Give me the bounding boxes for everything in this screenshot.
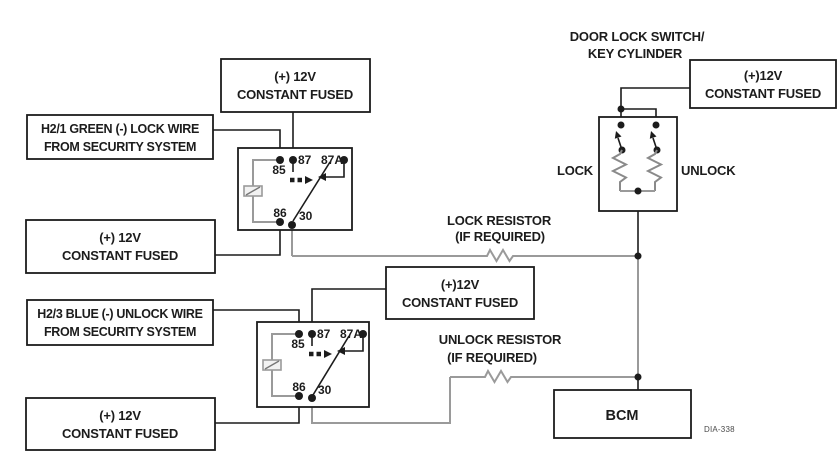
wire-supply-to-86-lock <box>215 222 281 256</box>
lock-relay-pin-87-label: 87 <box>298 153 312 167</box>
switch-supply-box: (+)12V CONSTANT FUSED <box>689 59 837 109</box>
lock-relay-87a-stub <box>326 160 345 178</box>
junction-lock-line <box>634 252 642 260</box>
unlock-relay-coil-slash <box>264 360 280 370</box>
switch-supply-line2: CONSTANT FUSED <box>705 86 821 101</box>
lock-supply-bottom-line1: (+) 12V <box>99 230 141 245</box>
switch-supply-line1: (+)12V <box>744 68 783 83</box>
lock-supply-bottom-rect <box>25 219 216 274</box>
unlock-relay-arrow-left-icon <box>337 347 345 355</box>
unlock-relay-pin-87-label: 87 <box>317 327 331 341</box>
switch-lock-contact <box>617 121 625 129</box>
lock-input-rect <box>26 114 214 160</box>
lock-relay-pin-85 <box>276 156 284 164</box>
unlock-relay: 85 87 87A 86 30 <box>256 321 370 408</box>
wire-supply-to-switch <box>620 87 690 109</box>
unlock-input-line2: FROM SECURITY SYSTEM <box>44 325 196 339</box>
lock-supply-bottom-box: (+) 12V CONSTANT FUSED <box>25 219 216 274</box>
lock-supply-bottom-line2: CONSTANT FUSED <box>62 248 178 263</box>
lock-relay-pin-30 <box>288 221 296 229</box>
lock-relay-pin-87a <box>340 156 348 164</box>
lock-supply-top-line2: CONSTANT FUSED <box>237 87 353 102</box>
lock-supply-top-rect <box>220 58 371 113</box>
unlock-relay-coil-wire-bottom <box>271 370 299 397</box>
unlock-relay-coil-wire-top <box>271 333 299 360</box>
unlock-relay-switch-arm <box>312 335 350 396</box>
unlock-relay-pin-86-label: 86 <box>292 380 306 394</box>
switch-lock-label: LOCK <box>557 163 594 178</box>
wire-unlock-resistor-run <box>450 368 638 384</box>
lock-relay: 85 87 87A 86 30 <box>237 147 353 231</box>
unlock-supply-bottom-box: (+) 12V CONSTANT FUSED <box>25 397 216 451</box>
junction-switch-feed <box>617 105 625 113</box>
bcm-rect <box>553 389 692 439</box>
lock-relay-switch-arm <box>292 161 331 222</box>
lock-input-line1: H2/1 GREEN (-) LOCK WIRE <box>41 122 199 136</box>
lock-relay-pin-86 <box>276 218 284 226</box>
lock-relay-pin-87a-label: 87A <box>321 153 343 167</box>
diagram-id: DIA-338 <box>704 425 735 434</box>
switch-title-line1: DOOR LOCK SWITCH/ <box>570 29 705 44</box>
unlock-input-rect <box>26 299 214 346</box>
switch-title-line2: KEY CYLINDER <box>588 46 683 61</box>
switch-supply-rect <box>689 59 837 109</box>
lock-relay-arrow-left-icon <box>318 173 326 181</box>
lock-supply-top-box: (+) 12V CONSTANT FUSED <box>220 58 371 113</box>
lock-relay-coil-slash <box>245 186 261 196</box>
junction-unlock-line <box>634 373 642 381</box>
unlock-supply-bottom-line2: CONSTANT FUSED <box>62 426 178 441</box>
switch-unlock-contact <box>652 121 660 129</box>
switch-unlock-resistor <box>645 149 664 191</box>
unlock-relay-pin-87 <box>308 330 316 338</box>
lock-relay-pin-85-label: 85 <box>272 163 286 177</box>
wire-30-down-unlock <box>311 377 451 424</box>
unlock-relay-pin-85-label: 85 <box>291 337 305 351</box>
unlock-relay-pin-87a <box>359 330 367 338</box>
unlock-supply-bottom-rect <box>25 397 216 451</box>
switch-box <box>598 116 678 212</box>
unlock-relay-87a-stub <box>345 334 364 352</box>
door-lock-switch: DOOR LOCK SWITCH/ KEY CYLINDER LOCK UNLO… <box>557 29 736 212</box>
lock-resistor-label-line2: (IF REQUIRED) <box>455 229 545 244</box>
unlock-supply-line2: CONSTANT FUSED <box>402 295 518 310</box>
unlock-relay-arrow-right-icon <box>324 350 332 358</box>
unlock-resistor-label-line2: (IF REQUIRED) <box>447 350 537 365</box>
unlock-relay-pin-87a-label: 87A <box>340 327 362 341</box>
unlock-relay-pin-30 <box>308 394 316 402</box>
wire-supply-to-87-unlock <box>311 288 386 334</box>
switch-unlock-arrow-icon <box>649 131 657 139</box>
lock-relay-pin-30-label: 30 <box>299 209 313 223</box>
unlock-relay-pin-85 <box>295 330 303 338</box>
unlock-input-box: H2/3 BLUE (-) UNLOCK WIRE FROM SECURITY … <box>26 299 214 346</box>
unlock-supply-rect <box>385 266 535 320</box>
lock-relay-pin-87 <box>289 156 297 164</box>
switch-lock-arrow-icon <box>614 131 622 139</box>
lock-input-box: H2/1 GREEN (-) LOCK WIRE FROM SECURITY S… <box>26 114 214 160</box>
unlock-input-line1: H2/3 BLUE (-) UNLOCK WIRE <box>37 307 202 321</box>
unlock-supply-line1: (+)12V <box>441 277 480 292</box>
unlock-supply-bottom-line1: (+) 12V <box>99 408 141 423</box>
bcm-label: BCM <box>605 408 638 424</box>
wire-lock-resistor-run <box>292 247 638 263</box>
switch-unlock-label: UNLOCK <box>681 163 736 178</box>
unlock-resistor-label-line1: UNLOCK RESISTOR <box>439 332 562 347</box>
unlock-relay-pin-86 <box>295 392 303 400</box>
bcm-module: BCM <box>553 389 692 439</box>
lock-relay-pin-86-label: 86 <box>273 206 287 220</box>
switch-common-dot <box>634 187 642 195</box>
lock-relay-coil-wire-top <box>252 159 280 186</box>
lock-resistor-label-line1: LOCK RESISTOR <box>447 213 552 228</box>
lock-supply-top-line1: (+) 12V <box>274 69 316 84</box>
switch-lock-resistor <box>610 149 629 191</box>
lock-relay-coil-wire-bottom <box>252 196 280 223</box>
lock-input-line2: FROM SECURITY SYSTEM <box>44 140 196 154</box>
unlock-relay-pin-30-label: 30 <box>318 383 332 397</box>
unlock-supply-box: (+)12V CONSTANT FUSED <box>385 266 535 320</box>
lock-relay-arrow-right-icon <box>305 176 313 184</box>
